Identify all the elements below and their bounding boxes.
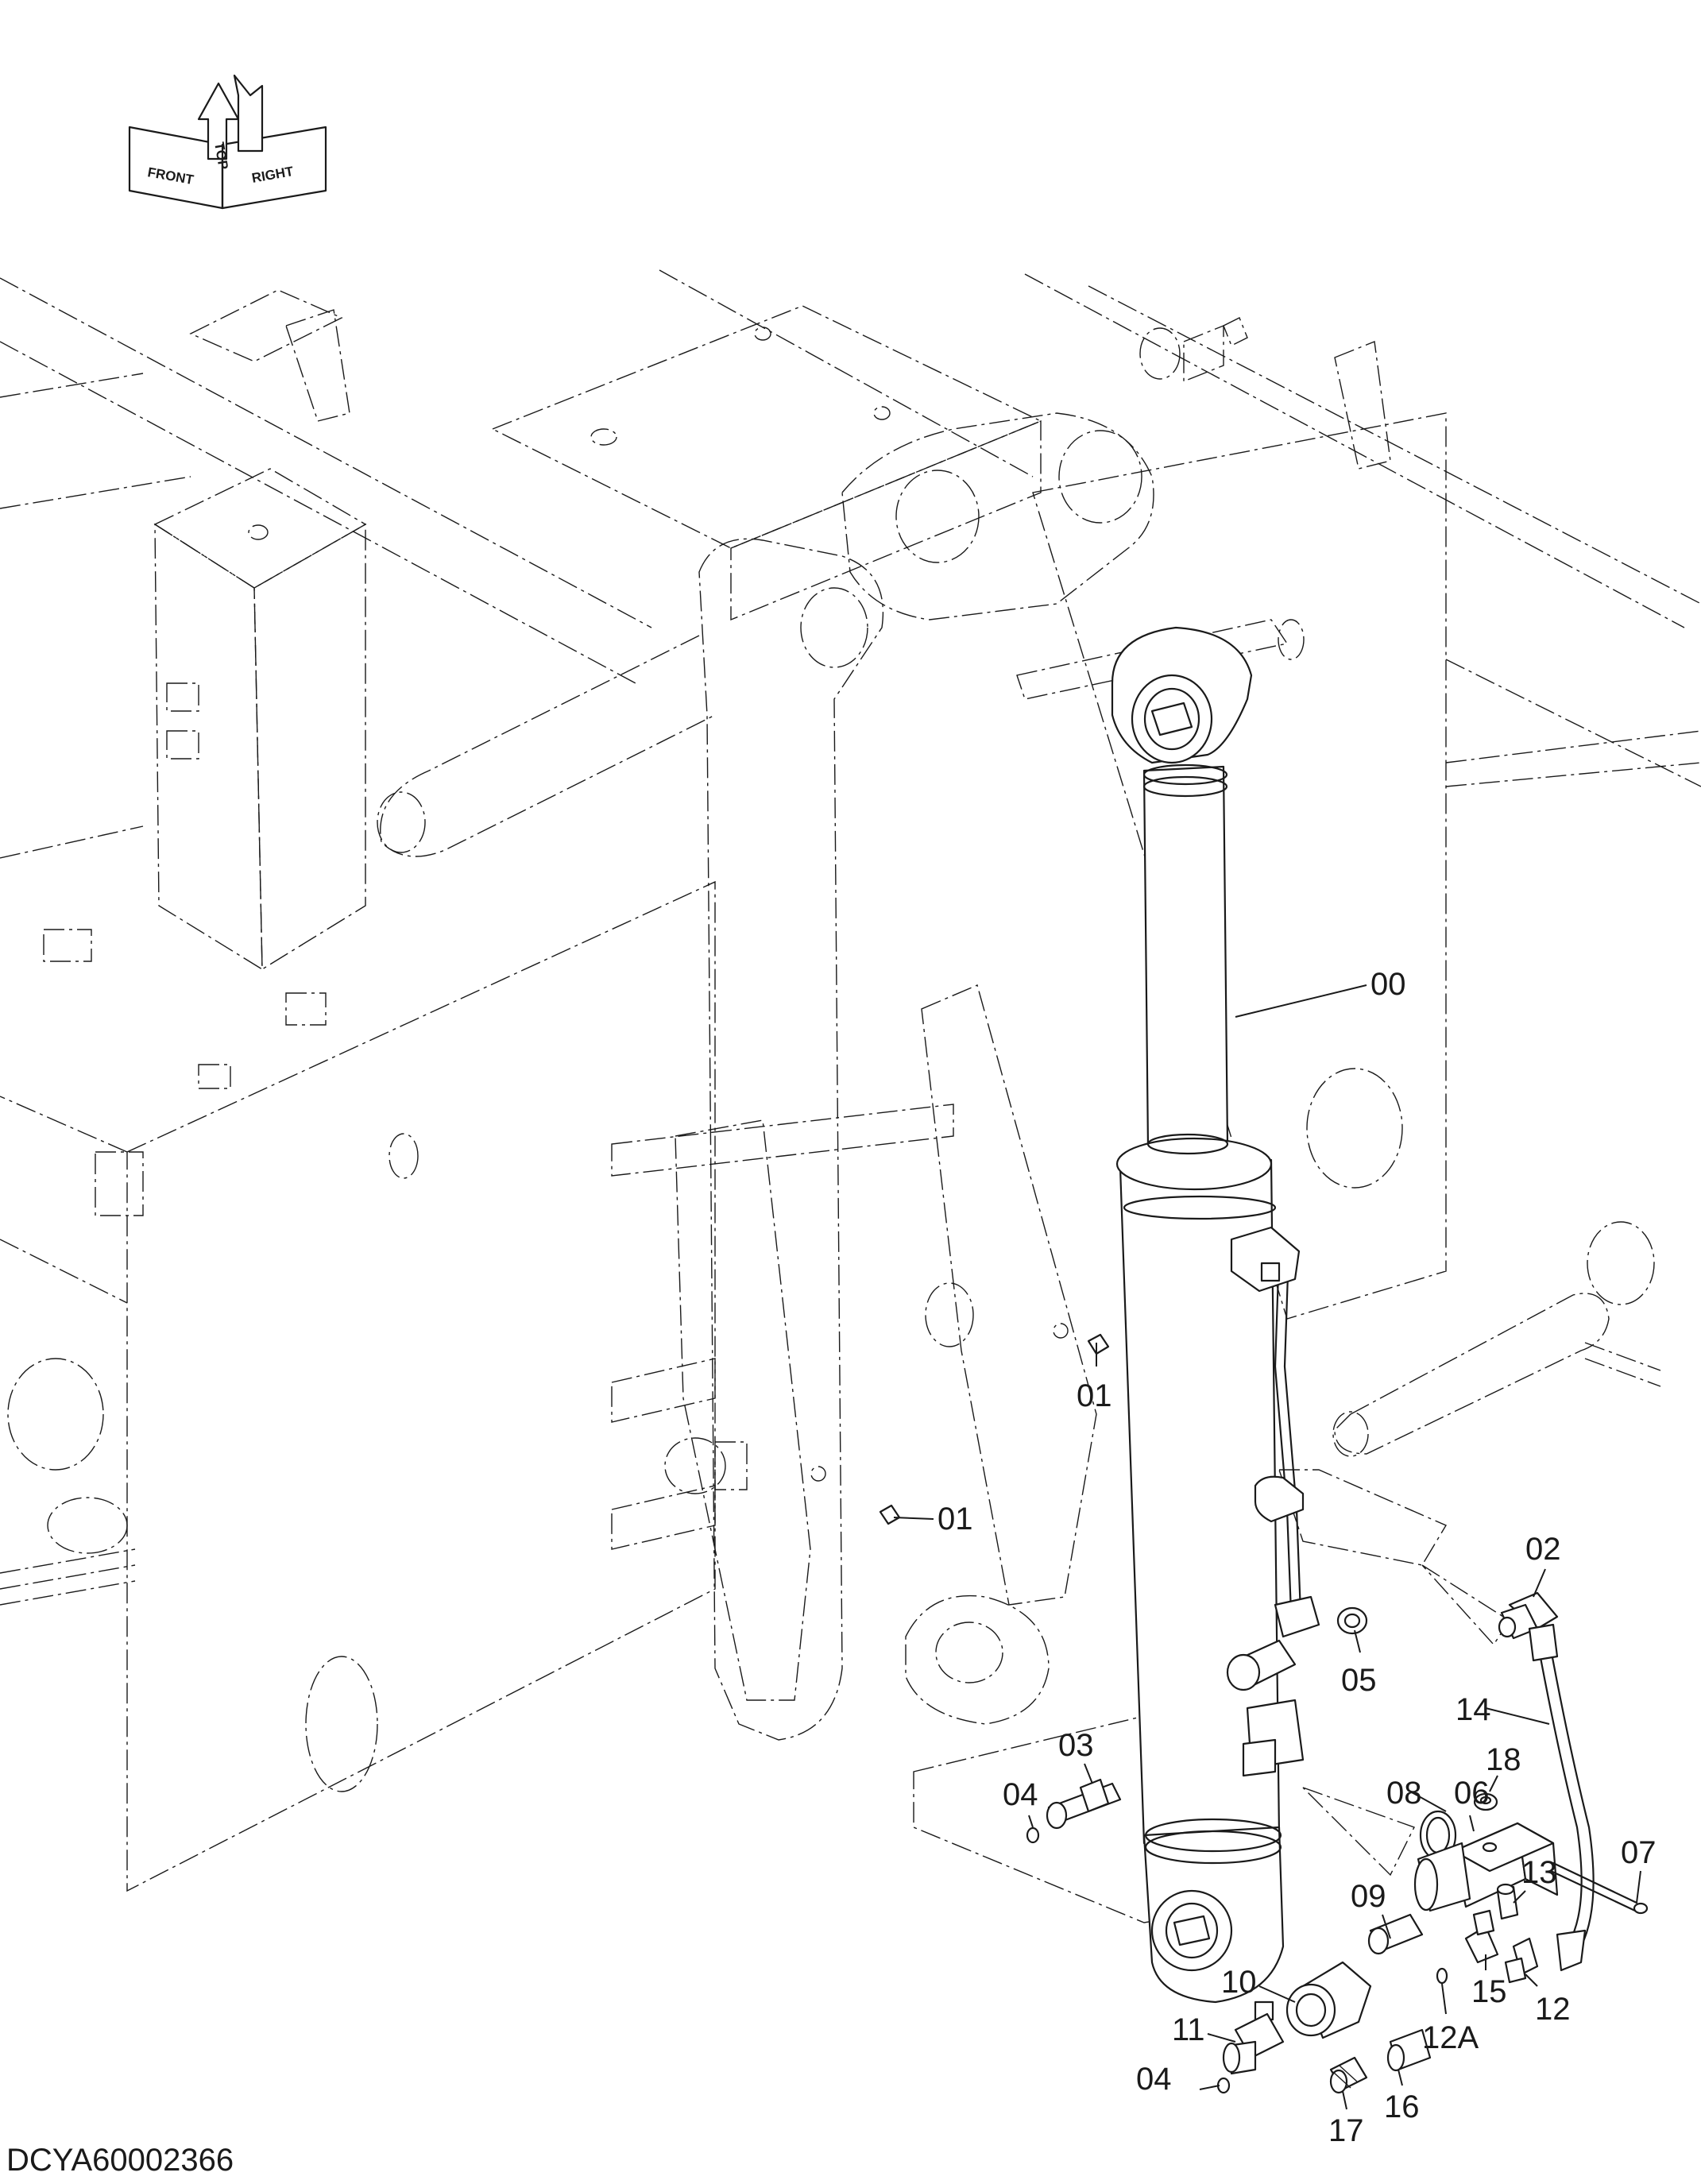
callout-01-lower: 01 xyxy=(937,1502,973,1537)
lift-arm-linkage-phantom xyxy=(377,317,1661,1741)
callout-16: 16 xyxy=(1384,2089,1420,2124)
callout-13: 13 xyxy=(1521,1855,1557,1890)
hydraulic-lift-cylinder xyxy=(1111,626,1320,2021)
callout-18: 18 xyxy=(1486,1742,1521,1777)
part-04-o-ring-upper xyxy=(1026,1826,1040,1844)
part-02-elbow-connector xyxy=(1498,1591,1559,1640)
callout-03: 03 xyxy=(1058,1728,1094,1763)
part-09-adapter xyxy=(1367,1913,1424,1955)
callout-12A: 12A xyxy=(1422,2020,1479,2055)
callout-05: 05 xyxy=(1341,1663,1377,1698)
drawing-number: DCYA60002366 xyxy=(6,2143,234,2178)
part-13-fitting xyxy=(1496,1883,1519,1920)
part-17-sensor xyxy=(1329,2056,1368,2094)
callout-14: 14 xyxy=(1456,1692,1491,1727)
callout-10: 10 xyxy=(1221,1965,1257,2000)
callout-labels: 00 01 01 02 03 04 04 05 06 07 08 09 10 1… xyxy=(937,967,1657,2148)
part-04-o-ring-lower xyxy=(1216,2077,1231,2094)
callout-00: 00 xyxy=(1370,967,1406,1002)
callout-17: 17 xyxy=(1328,2113,1364,2148)
callout-15: 15 xyxy=(1471,1974,1507,2009)
part-10-relief-valve xyxy=(1285,1961,1372,2039)
part-16-connector xyxy=(1386,2028,1432,2072)
part-12A-o-ring xyxy=(1436,1967,1448,1985)
callout-06: 06 xyxy=(1454,1776,1490,1811)
part-14-hose xyxy=(1528,1623,1595,1972)
part-15-elbow xyxy=(1464,1909,1499,1964)
part-05-plug xyxy=(1336,1606,1368,1635)
part-18-plug xyxy=(1473,1792,1498,1811)
callout-01-upper: 01 xyxy=(1077,1378,1112,1413)
hydraulic-fittings xyxy=(879,1333,1649,2094)
callout-09: 09 xyxy=(1351,1879,1386,1914)
callout-11: 11 xyxy=(1172,2012,1205,2047)
callout-04-upper: 04 xyxy=(1003,1777,1038,1812)
part-07-pin xyxy=(1549,1861,1649,1915)
part-12-tee-fitting xyxy=(1504,1937,1539,1984)
part-03-adapter xyxy=(1046,1778,1122,1830)
callout-08: 08 xyxy=(1386,1776,1422,1811)
callout-12: 12 xyxy=(1535,1992,1571,2027)
part-01-grease-fitting-lower xyxy=(879,1504,901,1525)
part-08-hose-clamp xyxy=(1419,1810,1457,1861)
leader-lines xyxy=(893,984,1641,2110)
callout-07: 07 xyxy=(1621,1835,1657,1870)
part-01-grease-fitting-upper xyxy=(1087,1333,1110,1355)
callout-02: 02 xyxy=(1525,1532,1561,1567)
machine-frame-phantom xyxy=(0,269,1701,1892)
part-11-elbow xyxy=(1222,2012,1285,2075)
callout-04-lower: 04 xyxy=(1136,2062,1172,2097)
orientation-icon: FRONT RIGHT TOP xyxy=(128,74,327,210)
